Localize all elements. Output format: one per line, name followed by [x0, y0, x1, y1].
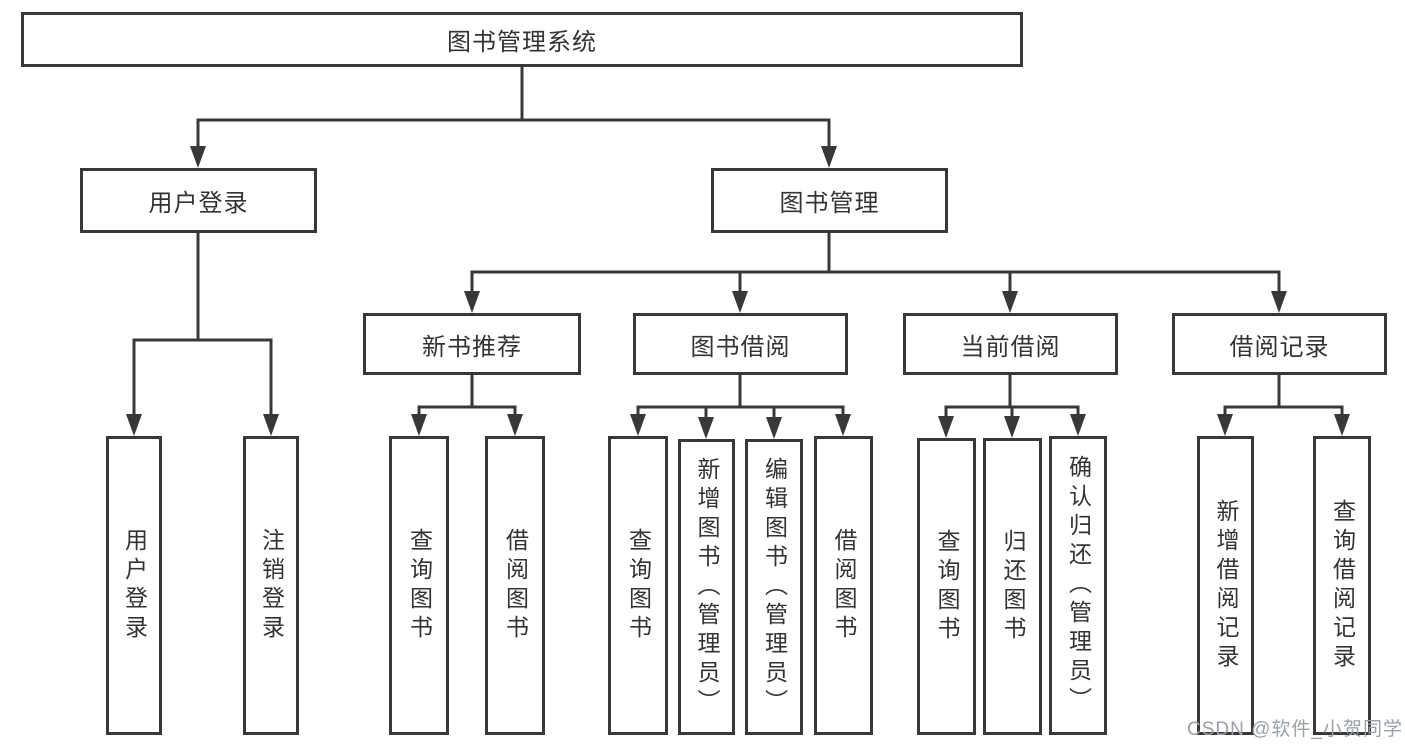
leaf-user-login: 用户登录	[106, 436, 162, 735]
leaf-query-borrow-record: 查询借阅记录	[1313, 436, 1371, 735]
arrowhead-icon	[1002, 291, 1018, 313]
arrowhead-icon	[1004, 416, 1020, 438]
arrowhead-icon	[263, 414, 279, 436]
arrowhead-icon	[835, 414, 851, 436]
leaf-logout: 注销登录	[243, 436, 299, 735]
arrowhead-icon	[698, 417, 714, 439]
arrowhead-icon	[766, 417, 782, 439]
node-new-book-recommend: 新书推荐	[363, 313, 581, 375]
watermark: CSDN @软件_小贺同学	[1187, 719, 1403, 740]
leaf-query-books-1: 查询图书	[389, 436, 449, 735]
leaf-confirm-return-admin: 确认归还（管理员）	[1049, 436, 1107, 735]
connector-borrow-records-children	[1223, 375, 1344, 420]
leaf-query-books-2: 查询图书	[608, 436, 668, 735]
leaf-add-borrow-record: 新增借阅记录	[1197, 436, 1254, 735]
leaf-borrow-books-2: 借阅图书	[814, 436, 873, 735]
connector-new-book-rec-children	[417, 375, 517, 420]
arrowhead-icon	[630, 414, 646, 436]
arrowhead-icon	[190, 146, 206, 168]
node-borrow-records: 借阅记录	[1172, 313, 1387, 375]
arrowhead-icon	[732, 291, 748, 313]
node-user-login: 用户登录	[80, 168, 317, 233]
connector-book-mgmt-children	[470, 233, 1281, 295]
connector-book-borrow-children	[636, 375, 845, 422]
node-library-management-system: 图书管理系统	[21, 12, 1023, 67]
arrowhead-icon	[1070, 414, 1086, 436]
arrowhead-icon	[1334, 414, 1350, 436]
connector-user-login-children	[132, 233, 273, 418]
leaf-borrow-books-1: 借阅图书	[485, 436, 545, 735]
node-book-management: 图书管理	[711, 168, 948, 233]
leaf-query-books-3: 查询图书	[917, 438, 976, 735]
arrowhead-icon	[507, 414, 523, 436]
node-book-borrow: 图书借阅	[633, 313, 848, 375]
arrowhead-icon	[126, 414, 142, 436]
node-current-borrow: 当前借阅	[903, 313, 1118, 375]
connector-current-borrow-children	[944, 375, 1080, 421]
arrowhead-icon	[938, 416, 954, 438]
leaf-add-book-admin: 新增图书（管理员）	[678, 439, 735, 735]
leaf-return-book: 归还图书	[983, 438, 1042, 735]
connector-root-to-level2	[196, 67, 831, 150]
arrowhead-icon	[1271, 291, 1287, 313]
arrowhead-icon	[1217, 414, 1233, 436]
arrowhead-icon	[411, 414, 427, 436]
arrowhead-icon	[821, 146, 837, 168]
leaf-edit-book-admin: 编辑图书（管理员）	[745, 439, 803, 735]
arrowhead-icon	[464, 291, 480, 313]
